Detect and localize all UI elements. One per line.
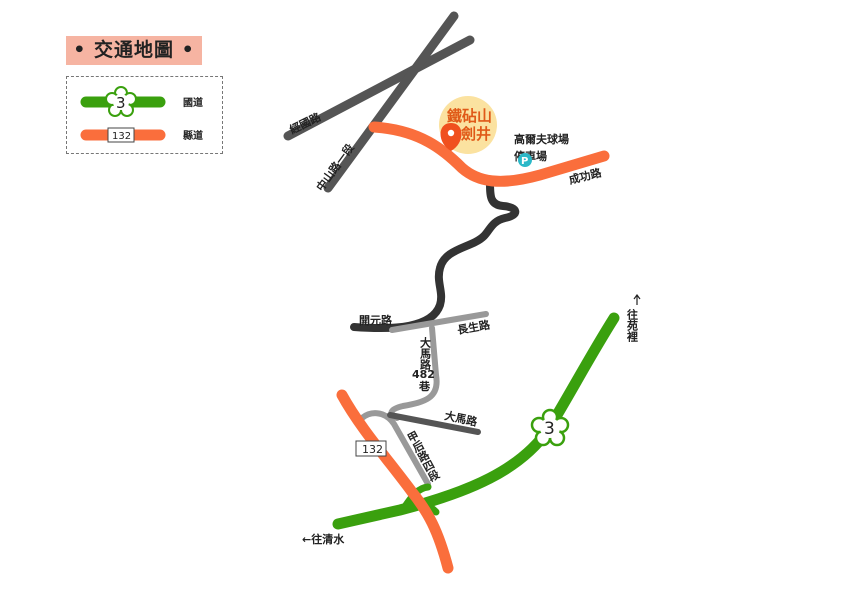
jiahou-road-line (359, 410, 431, 487)
poi-name-line2: 劍井 (461, 125, 491, 143)
legend-national-label: 國道 (183, 96, 203, 109)
county-road-chenggong-line (368, 121, 610, 187)
arrow-up-icon (633, 294, 641, 305)
label-dama-482-line1: 大馬路 (419, 336, 432, 371)
label-changsheng: 長生路 (456, 317, 492, 337)
legend-national-badge: 3 (105, 86, 137, 117)
county-road-132-badge (355, 440, 387, 457)
label-dama-482-line3: 巷 (418, 379, 431, 393)
national-highway-3-badge: 3 (530, 408, 570, 447)
parking-icon[interactable]: P (518, 153, 532, 167)
changsheng-road-line (389, 311, 489, 333)
map-title: • 交通地圖 • (73, 39, 195, 61)
legend-county-badge-text: 132 (112, 131, 131, 142)
direction-to-yuanli: 往苑裡 (626, 308, 640, 343)
label-dama: 大馬路 (443, 408, 479, 429)
location-pin-icon[interactable] (440, 123, 462, 151)
county-road-132-badge-text: 132 (362, 443, 383, 456)
dama-road-line (387, 412, 481, 435)
national-highway-3-badge-text: 3 (544, 419, 555, 439)
legend-box (66, 76, 223, 154)
zhongshan-road-line (323, 11, 459, 193)
kaiyuan-road-line (350, 178, 520, 333)
parking-icon-letter: P (521, 156, 528, 167)
legend-county-badge (107, 127, 135, 143)
legend-national-badge-text: 3 (116, 94, 126, 112)
poi-name-line1: 鐵砧山 (447, 107, 492, 125)
label-jingguo: 經國路 (287, 109, 324, 136)
map-title-box: • 交通地圖 • (66, 36, 202, 65)
label-kaiyuan: 開元路 (359, 313, 393, 327)
jingguo-road-line (283, 35, 475, 141)
direction-to-qingshui: ←往清水 (302, 532, 345, 546)
label-dama-482-line2: 482 (412, 368, 435, 381)
parking-label-line1: 高爾夫球場 (514, 132, 569, 146)
county-road-132-south-line (336, 389, 454, 574)
legend-county-label: 縣道 (183, 129, 203, 142)
